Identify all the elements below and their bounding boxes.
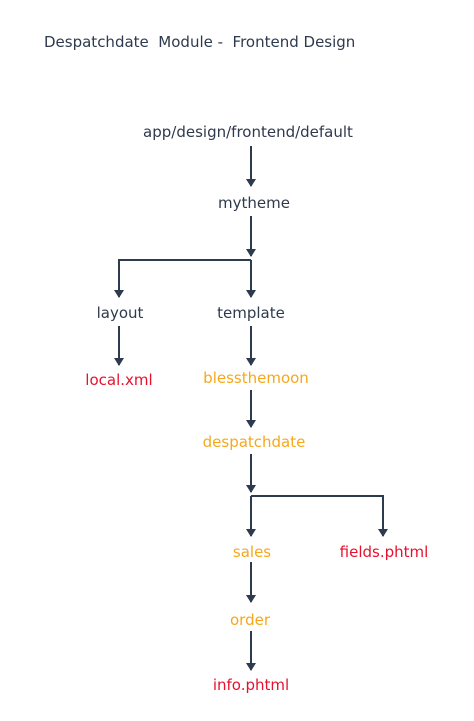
node-layout: layout xyxy=(96,304,144,322)
arrow-branch-to-layout xyxy=(114,259,251,298)
node-fields-phtml: fields.phtml xyxy=(339,543,429,561)
node-despatchdate: despatchdate xyxy=(202,433,306,451)
node-sales: sales xyxy=(232,543,272,561)
diagram-title: Despatchdate Module - Frontend Design xyxy=(44,33,356,51)
node-local-xml: local.xml xyxy=(85,371,153,389)
node-order: order xyxy=(230,611,270,629)
node-info-phtml: info.phtml xyxy=(212,676,290,694)
node-mytheme: mytheme xyxy=(218,194,290,212)
arrow-branch-to-fields xyxy=(251,495,388,537)
node-blessthemoon: blessthemoon xyxy=(203,369,309,387)
node-template: template xyxy=(217,304,285,322)
node-root-path: app/design/frontend/default xyxy=(143,123,353,141)
